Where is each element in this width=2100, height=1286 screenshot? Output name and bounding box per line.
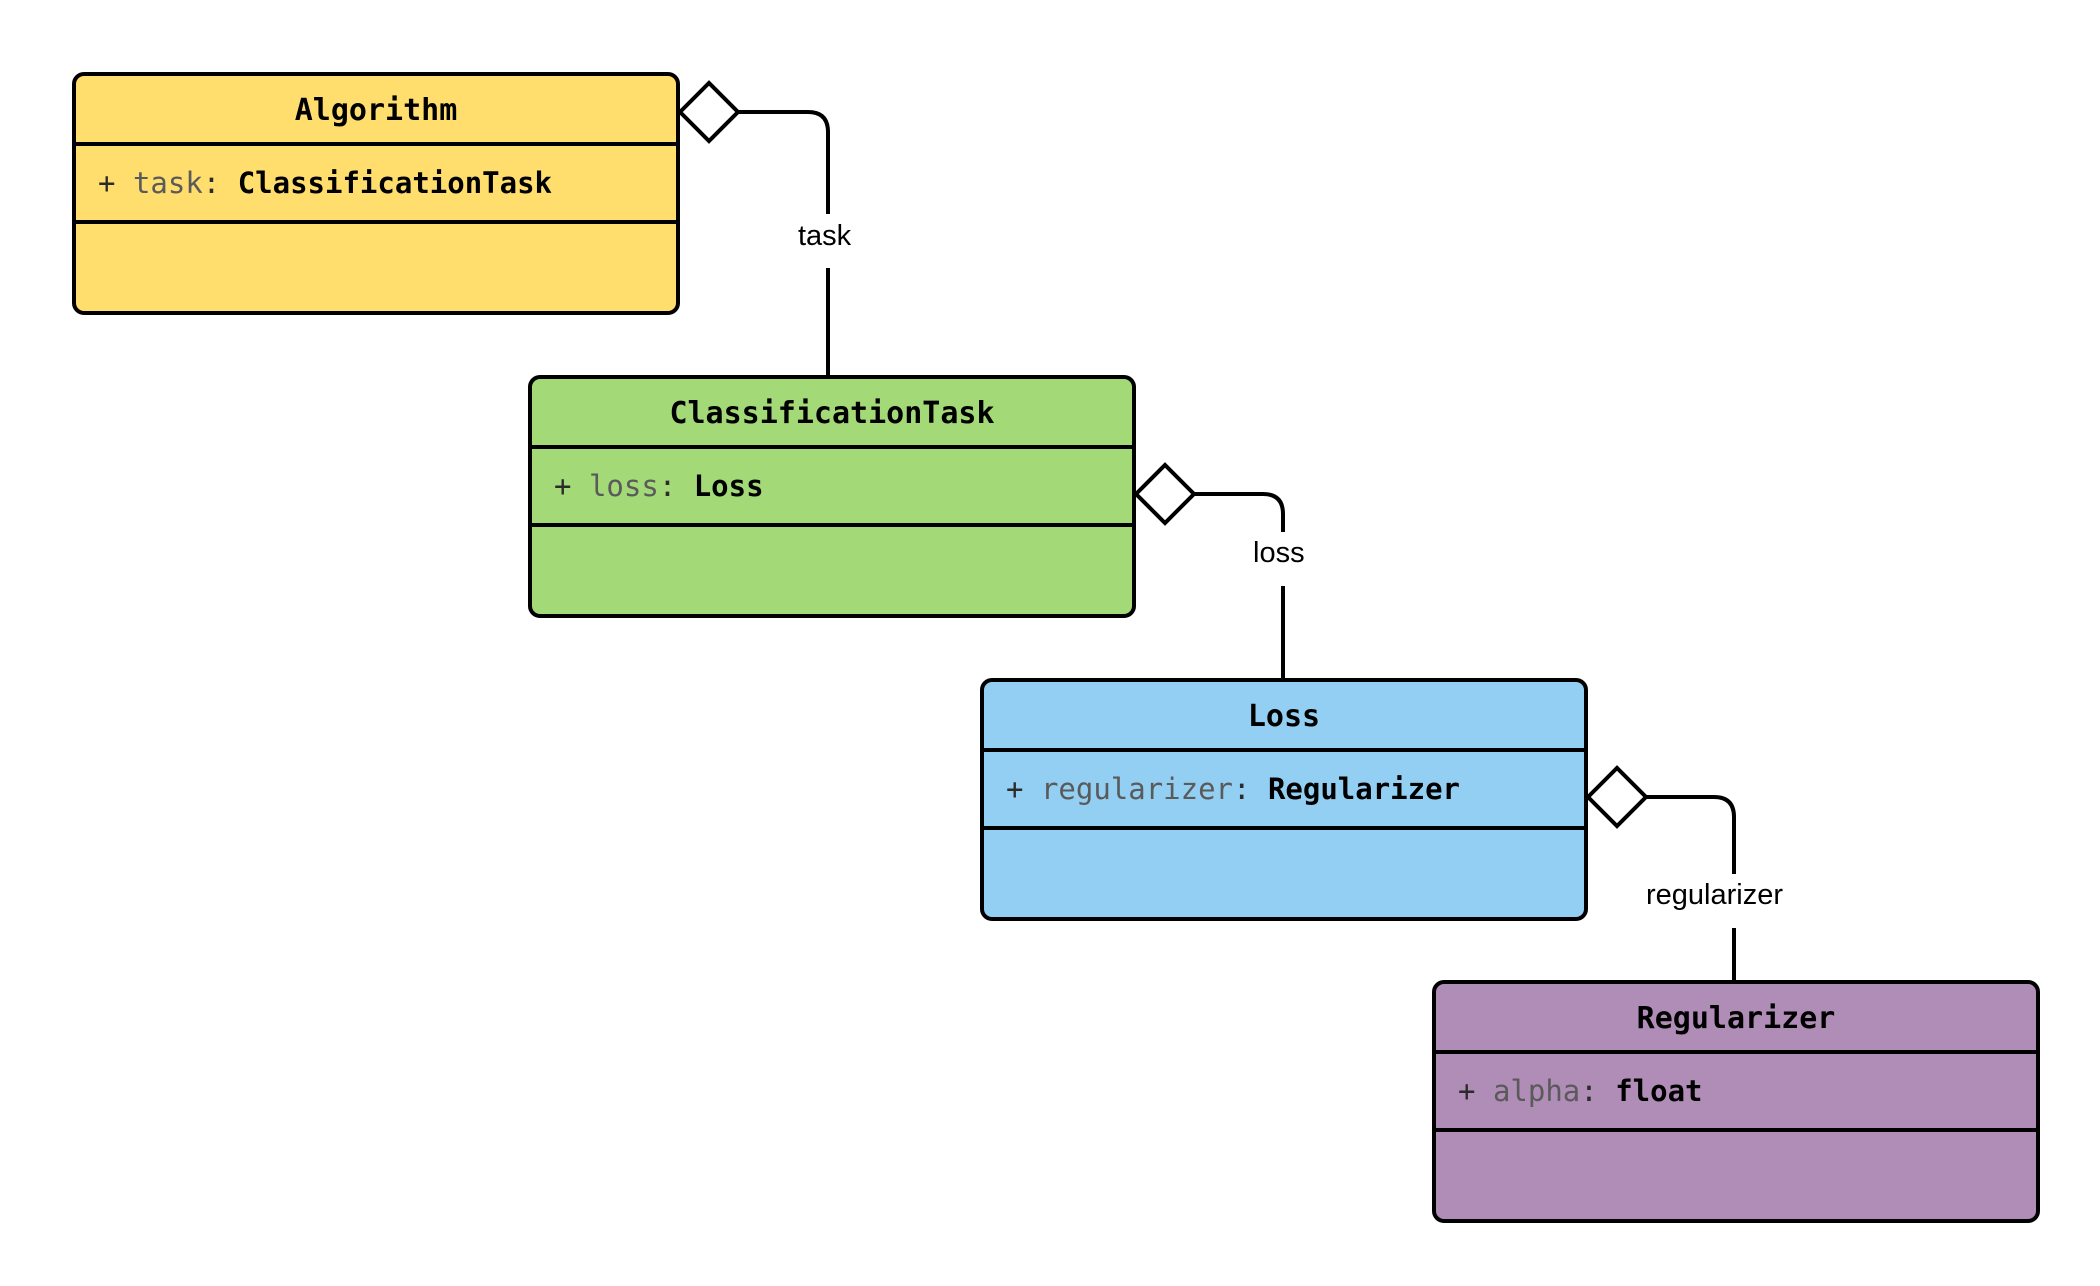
attribute-colon: : xyxy=(202,166,221,200)
relation-label-task: task xyxy=(792,219,858,255)
class-attributes-classificationtask: + loss: Loss xyxy=(532,449,1132,527)
class-name-algorithm: Algorithm xyxy=(76,76,676,146)
attribute-type: Regularizer xyxy=(1267,772,1460,806)
attribute-visibility: + xyxy=(1458,1074,1476,1108)
class-methods-regularizer xyxy=(1436,1132,2036,1215)
attribute-row: + task: ClassificationTask xyxy=(76,166,552,200)
class-methods-classificationtask xyxy=(532,527,1132,610)
class-attributes-regularizer: + alpha: float xyxy=(1436,1054,2036,1132)
class-methods-algorithm xyxy=(76,224,676,307)
aggregation-diamond-task xyxy=(677,80,741,144)
relation-line-loss xyxy=(1193,492,1285,678)
class-name-loss: Loss xyxy=(984,682,1584,752)
attribute-name: alpha xyxy=(1492,1074,1581,1108)
attribute-visibility: + xyxy=(554,469,572,503)
attribute-type: float xyxy=(1615,1074,1703,1108)
class-name-regularizer: Regularizer xyxy=(1436,984,2036,1054)
class-attributes-loss: + regularizer: Regularizer xyxy=(984,752,1584,830)
attribute-colon: : xyxy=(1580,1074,1598,1108)
aggregation-diamond-loss xyxy=(1133,462,1197,526)
attribute-row: + regularizer: Regularizer xyxy=(984,772,1460,806)
attribute-name: loss xyxy=(588,469,659,503)
attribute-type: ClassificationTask xyxy=(237,166,552,200)
class-box-regularizer[interactable]: Regularizer + alpha: float xyxy=(1432,980,2040,1223)
class-attributes-algorithm: + task: ClassificationTask xyxy=(76,146,676,224)
relation-label-regularizer: regularizer xyxy=(1640,878,1789,914)
attribute-colon: : xyxy=(1233,772,1251,806)
relation-label-loss: loss xyxy=(1247,536,1311,572)
attribute-visibility: + xyxy=(98,166,116,200)
class-name-classificationtask: ClassificationTask xyxy=(532,379,1132,449)
class-box-loss[interactable]: Loss + regularizer: Regularizer xyxy=(980,678,1588,921)
attribute-row: + loss: Loss xyxy=(532,469,764,503)
attribute-name: task xyxy=(132,166,203,200)
class-methods-loss xyxy=(984,830,1584,913)
class-box-algorithm[interactable]: Algorithm + task: ClassificationTask xyxy=(72,72,680,315)
class-box-classificationtask[interactable]: ClassificationTask + loss: Loss xyxy=(528,375,1136,618)
relation-loss-regularizer xyxy=(1585,765,1736,980)
attribute-name: regularizer xyxy=(1040,772,1233,806)
attribute-colon: : xyxy=(658,469,677,503)
attribute-row: + alpha: float xyxy=(1436,1074,1703,1108)
aggregation-diamond-regularizer xyxy=(1585,765,1649,829)
attribute-visibility: + xyxy=(1006,772,1024,806)
attribute-type: Loss xyxy=(693,469,764,503)
